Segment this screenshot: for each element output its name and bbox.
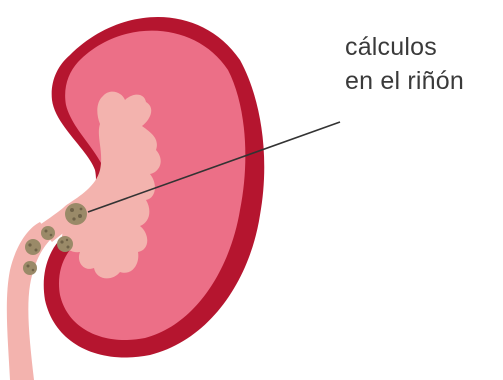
stone-large [65, 203, 87, 225]
callout-label-line-2: en el riñón [345, 67, 464, 95]
callout-label-line-1: cálculos [345, 33, 437, 61]
renal-pelvis [59, 91, 161, 279]
kidney-stones [23, 203, 87, 275]
callout-leader-line [87, 121, 341, 213]
ureter [6, 222, 53, 380]
stone [25, 239, 41, 255]
stone [23, 261, 37, 275]
stone [41, 226, 55, 240]
callout-label: cálculos en el riñón [345, 30, 464, 98]
stone [57, 236, 73, 252]
